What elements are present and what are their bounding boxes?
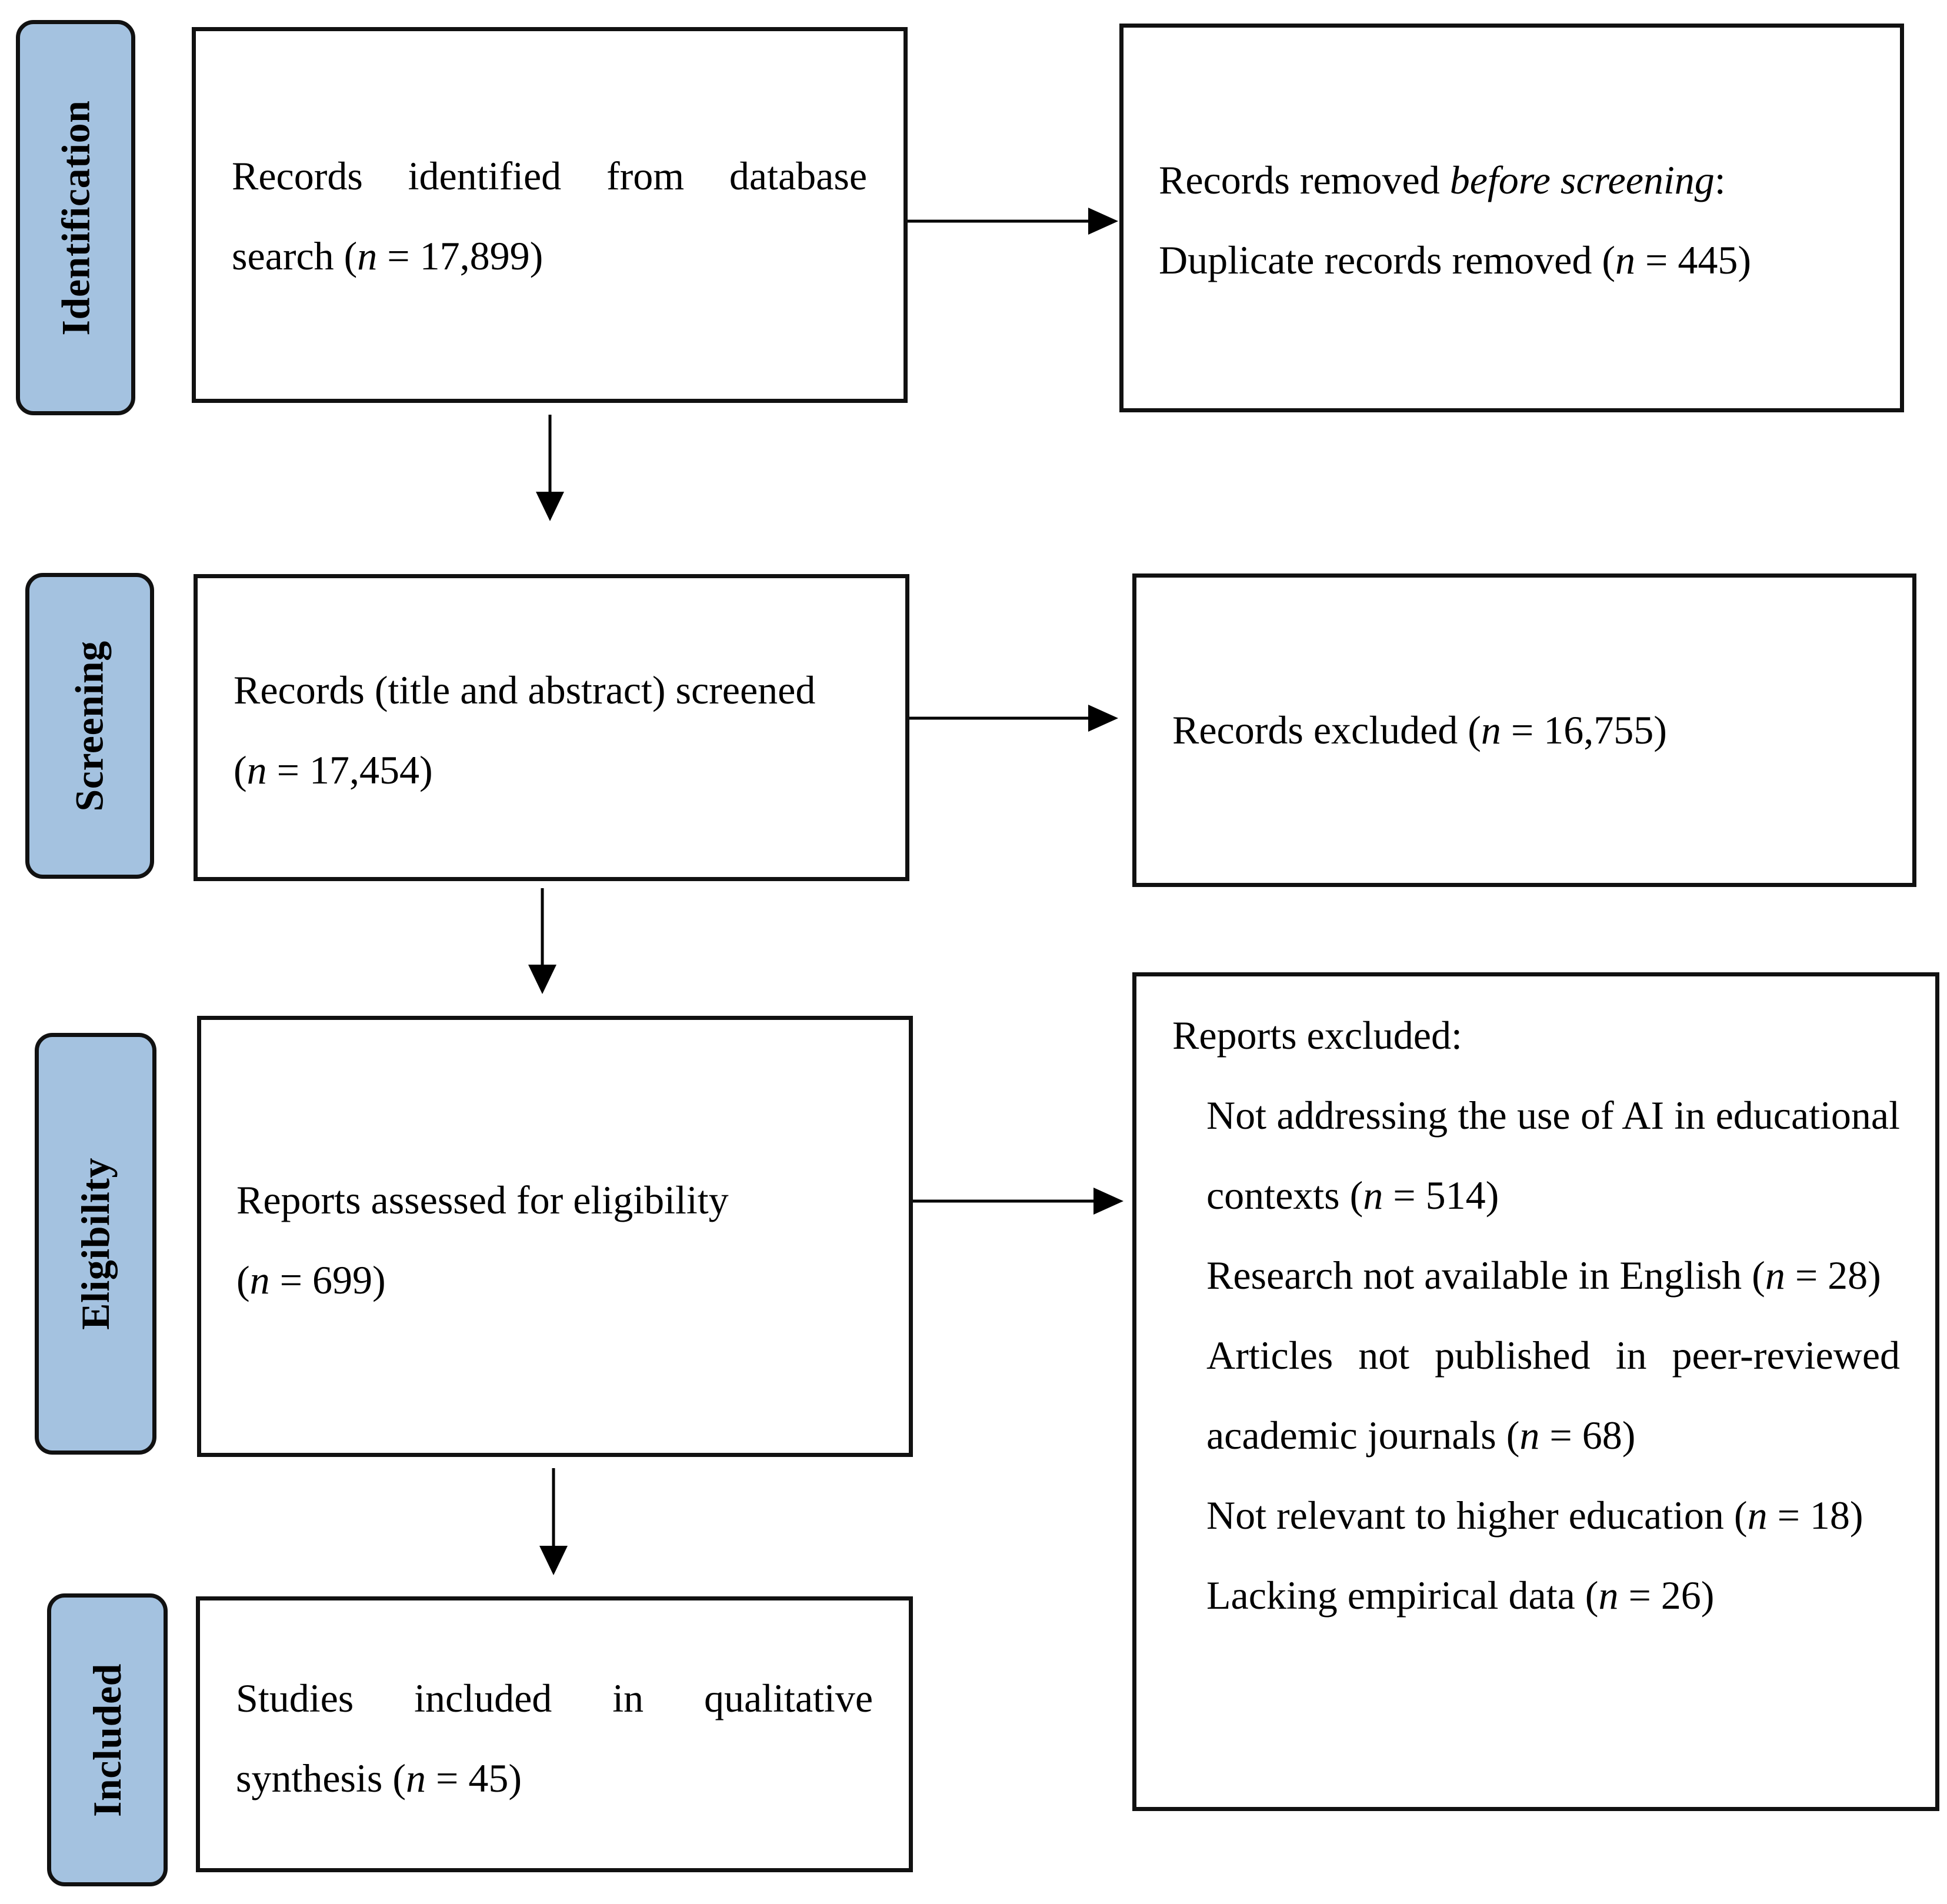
box-records-screened xyxy=(194,574,909,881)
studies-included-line1: Studies included in qualitative xyxy=(236,1676,873,1720)
exclusion-reason-2: Research not available in English (n = 2… xyxy=(1206,1253,1881,1298)
reports-assessed-count: = 699) xyxy=(269,1258,386,1302)
stage-label-screening: Screening xyxy=(67,640,112,812)
box-reports-assessed xyxy=(197,1016,913,1457)
exclusion-reason-3: Articles not published in peer-reviewed … xyxy=(1206,1333,1900,1458)
text-records-removed: Records removed before screening: Duplic… xyxy=(1159,140,1865,300)
text-reports-assessed: Reports assessed for eligibility (n = 69… xyxy=(236,1160,872,1320)
text-studies-included: Studies included in qualitative synthesi… xyxy=(236,1658,873,1818)
text-records-identified: Records identified from database search … xyxy=(232,136,867,296)
stage-tab-identification: Identification xyxy=(16,20,135,415)
arrowhead-included xyxy=(539,1546,568,1575)
box-reports-excluded xyxy=(1132,972,1939,1811)
records-identified-line1: Records identified from database xyxy=(232,154,867,198)
arrowhead-excluded xyxy=(1088,705,1118,732)
records-identified-count: = 17,899) xyxy=(377,234,544,278)
stage-label-eligibility: Eligibility xyxy=(73,1158,118,1330)
stage-label-identification: Identification xyxy=(53,100,98,335)
stage-tab-included: Included xyxy=(47,1593,168,1886)
exclusion-reason-1: Not addressing the use of AI in educatio… xyxy=(1206,1093,1900,1218)
stage-tab-screening: Screening xyxy=(25,573,154,879)
arrowhead-screened xyxy=(536,492,564,521)
box-records-excluded xyxy=(1132,573,1916,887)
stage-tab-eligibility: Eligibility xyxy=(35,1033,156,1455)
box-records-removed xyxy=(1119,24,1904,412)
reports-assessed-line1: Reports assessed for eligibility xyxy=(236,1178,729,1222)
records-screened-count: = 17,454) xyxy=(266,748,433,792)
records-excluded-count: = 16,755) xyxy=(1501,708,1667,752)
studies-included-count: = 45) xyxy=(426,1756,522,1800)
records-removed-count: = 445) xyxy=(1635,238,1751,282)
arrowhead-reports-excluded xyxy=(1093,1188,1123,1215)
records-removed-line1: Records removed before screening: xyxy=(1159,158,1726,202)
text-records-excluded: Records excluded (n = 16,755) xyxy=(1172,708,1667,752)
box-studies-included xyxy=(196,1596,913,1872)
box-records-identified xyxy=(192,27,908,403)
exclusion-reason-4: Not relevant to higher education (n = 18… xyxy=(1206,1493,1863,1538)
records-screened-line1: Records (title and abstract) screened xyxy=(234,668,816,712)
text-reports-excluded: Reports excluded: Not addressing the use… xyxy=(1172,995,1900,1635)
text-records-screened: Records (title and abstract) screened (n… xyxy=(234,650,875,810)
arrowhead-removed xyxy=(1088,208,1118,235)
reports-excluded-header: Reports excluded: xyxy=(1172,1013,1462,1058)
exclusion-reason-5: Lacking empirical data (n = 26) xyxy=(1206,1573,1715,1618)
arrowhead-assessed xyxy=(528,965,556,994)
stage-label-included: Included xyxy=(85,1663,129,1817)
